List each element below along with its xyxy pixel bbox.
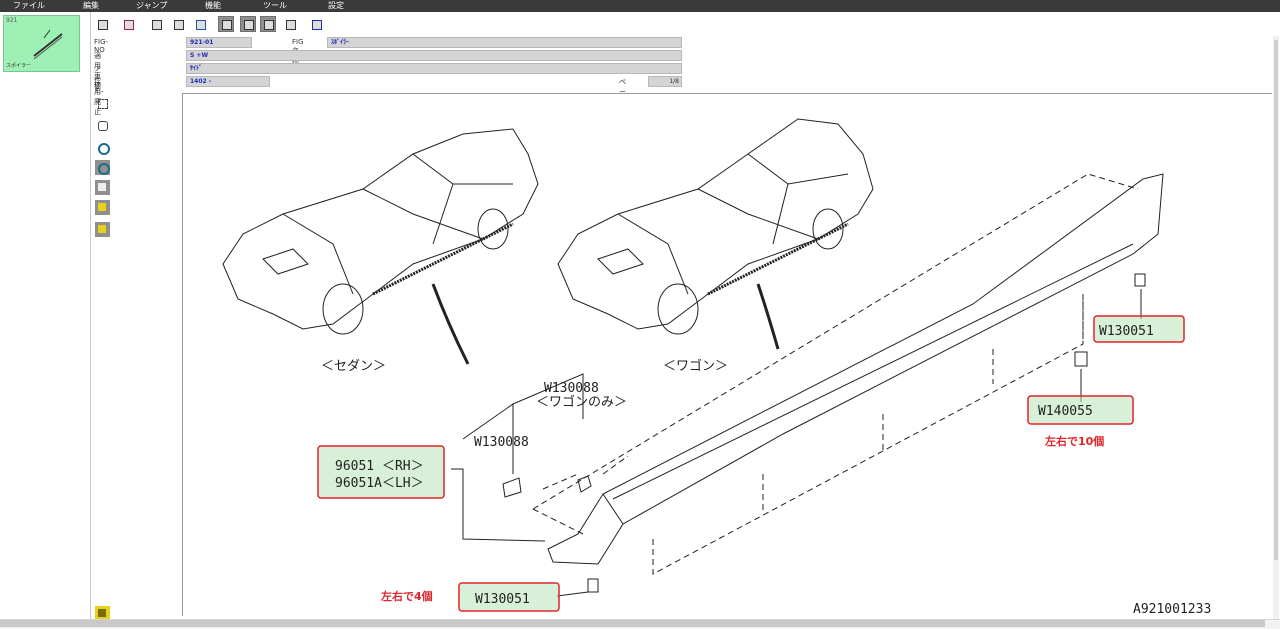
parts-diagram-canvas[interactable]: ＜セダン＞ ＜ワゴン＞ W130088 ＜ワゴンのみ＞ W130088 9605… [182, 93, 1272, 616]
fit-page-icon [98, 183, 106, 191]
highlight-w130051-bottom[interactable] [458, 582, 560, 612]
part-w130051-bottom[interactable]: W130051 [475, 592, 530, 607]
last-page-button[interactable] [282, 16, 298, 32]
fit-page-button[interactable] [95, 180, 110, 195]
menu-jump[interactable]: ジャンプ [136, 1, 168, 10]
fig-no-label: FIG-NO [94, 38, 109, 54]
first-page-button[interactable] [218, 16, 234, 32]
note-10-pieces: 左右で10個 [1044, 434, 1104, 448]
note-label: ノート [94, 65, 101, 93]
printer-icon [98, 20, 108, 30]
cart-icon [312, 20, 322, 30]
refresh-icon [196, 20, 206, 30]
next-page-icon [264, 20, 274, 30]
fig-name-value: ｽﾎﾟｲﾗｰ [327, 37, 682, 48]
memo-button[interactable] [95, 606, 110, 621]
menu-edit[interactable]: 編集 [83, 1, 99, 10]
part-w140055[interactable]: W140055 [1038, 404, 1093, 419]
parts-diagram: ＜セダン＞ ＜ワゴン＞ W130088 ＜ワゴンのみ＞ W130088 9605… [222, 118, 1211, 616]
thumbnail-label: スポイラー [6, 63, 32, 69]
view-tools [92, 96, 112, 628]
vertical-scroll-thumb[interactable] [1274, 40, 1278, 560]
menu-bar: ファイル 編集 ジャンプ 機能 ツール 設定 [0, 0, 1280, 12]
spoiler-thumbnail-icon [33, 29, 63, 60]
first-page-icon [222, 20, 232, 30]
adoption-value: 1402 - [186, 76, 270, 87]
menu-settings[interactable]: 設定 [328, 1, 344, 10]
highlight-96051[interactable] [317, 445, 445, 499]
part-w130088[interactable]: W130088 [474, 435, 529, 450]
next-page-button[interactable] [260, 16, 276, 32]
last-page-icon [286, 20, 296, 30]
page-value: 1/8 [648, 76, 682, 87]
highlight-w140055[interactable] [1027, 395, 1134, 425]
drawing-id: A921001233 [1133, 602, 1211, 616]
print-button[interactable] [94, 16, 110, 32]
pan-button[interactable] [95, 118, 110, 133]
part-w130088-wagon[interactable]: W130088 [544, 381, 599, 396]
highlight-w130051-top[interactable] [1093, 315, 1185, 343]
note-4-pieces: 左右で4個 [380, 589, 433, 603]
figure-thumbnail[interactable]: 921 スポイラー [3, 15, 80, 72]
menu-tools[interactable]: ツール [263, 1, 287, 10]
wagon-only-note: ＜ワゴンのみ＞ [536, 394, 627, 410]
copy-button[interactable] [148, 16, 164, 32]
prev-page-button[interactable] [240, 16, 256, 32]
highlight-icon [98, 203, 106, 211]
model-label: 適用車種 [94, 52, 101, 90]
wagon-label: ＜ワゴン＞ [663, 358, 728, 374]
select-area-icon [98, 99, 108, 109]
side-spoiler-drawing [451, 173, 1164, 597]
sedan-drawing [222, 128, 539, 365]
model-value: S +W [186, 50, 682, 61]
zoom-in-button[interactable] [95, 140, 110, 155]
part-w130051-top[interactable]: W130051 [1099, 324, 1154, 339]
zoom-in-icon [98, 143, 110, 155]
part-96051-rh[interactable]: 96051 ＜RH＞ [335, 459, 424, 474]
thumbnail-id: 921 [6, 17, 18, 24]
adoption-label: 採用-廃止 [94, 78, 104, 116]
hand-icon [98, 121, 108, 131]
wagon-drawing [557, 118, 874, 350]
fig-no-value: 921-01 [186, 37, 252, 48]
prev-page-icon [244, 20, 254, 30]
part-96051a-lh[interactable]: 96051A＜LH＞ [335, 476, 424, 491]
notes-button[interactable] [95, 222, 110, 237]
note-value: ｻｲﾄﾞ [186, 63, 682, 74]
zoom-out-button[interactable] [95, 160, 110, 175]
export-icon [124, 20, 134, 30]
notes-icon [98, 225, 106, 233]
menu-function[interactable]: 機能 [205, 1, 221, 10]
horizontal-scroll-thumb[interactable] [0, 620, 1265, 627]
cart-button[interactable] [308, 16, 324, 32]
zoom-out-icon [98, 163, 110, 175]
highlight-button[interactable] [95, 200, 110, 215]
figure-sidebar: 921 スポイラー [0, 12, 91, 628]
duplicate-button[interactable] [170, 16, 186, 32]
memo-icon [98, 609, 106, 617]
refresh-button[interactable] [192, 16, 208, 32]
select-area-button[interactable] [95, 96, 110, 111]
copy-icon [152, 20, 162, 30]
menu-file[interactable]: ファイル [13, 1, 45, 10]
export-button[interactable] [120, 16, 136, 32]
duplicate-icon [174, 20, 184, 30]
sedan-label: ＜セダン＞ [321, 359, 386, 374]
